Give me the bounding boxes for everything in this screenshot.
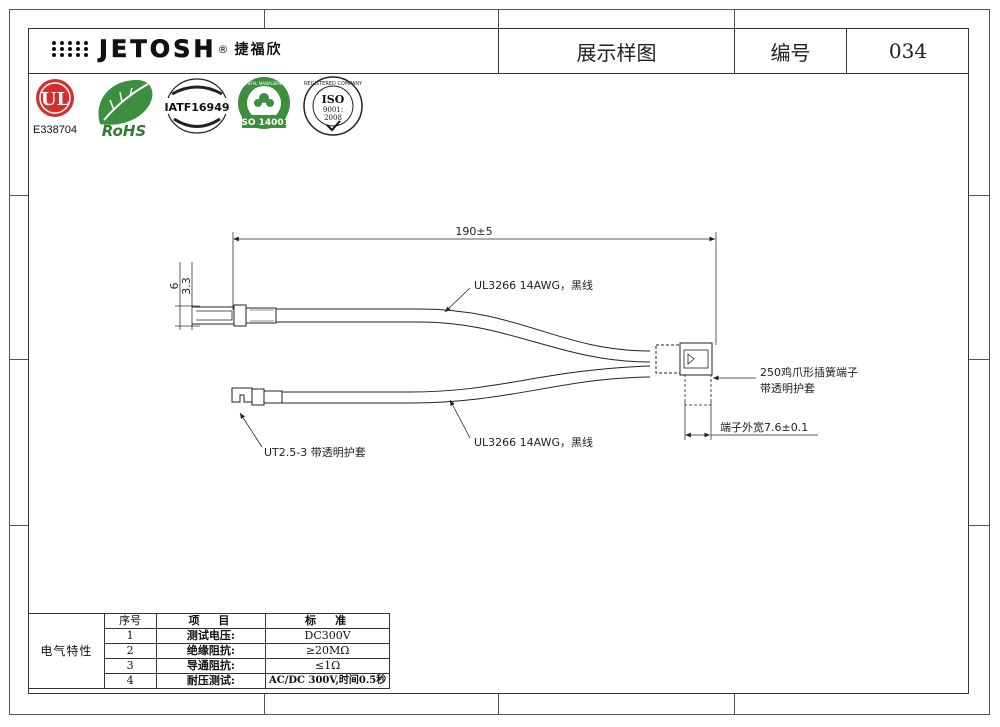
row-item: 耐压测试: [155, 673, 267, 689]
row-no: 3 [103, 658, 157, 674]
spec-section-label: 电气特性 [28, 613, 105, 689]
rohs-label: RoHS [102, 122, 146, 140]
ul-icon: UL [36, 79, 74, 117]
overall-length-dimension: 190±5 [232, 225, 717, 345]
row-standard: DC300V [265, 628, 390, 644]
row-no: 2 [103, 643, 157, 659]
iso9001-ring-text: REGISTERED COMPANY [304, 81, 363, 87]
number-value: 034 [888, 39, 928, 63]
registered-mark: ® [217, 42, 229, 56]
right-terminal-label-1: 250鸡爪形插簧端子 [760, 365, 858, 379]
iatf-icon: IATF16949 [162, 78, 232, 134]
logo-dots-icon [52, 41, 89, 57]
ring-inner-dim: 3.3 [180, 277, 193, 295]
brand-chinese-name: 捷福欣 [234, 42, 283, 58]
iso9001-icon: REGISTERED COMPANY ISO 9001: 2008 [303, 76, 363, 136]
iso9001-year: 2008 [324, 114, 342, 122]
iatf-label: IATF16949 [164, 101, 229, 114]
right-terminal-label-2: 带透明护套 [760, 381, 815, 395]
spec-table-header: 电气特性 序号 项 目 标 准 [28, 613, 390, 689]
iso9001-label: ISO [322, 93, 345, 106]
header-item: 项 目 [155, 613, 267, 629]
iso14001-ring-text: ENVIRONMENTAL MANAGEMENT SYSTEM [223, 81, 305, 86]
overall-length-label: 190±5 [455, 225, 492, 238]
table-row: 4 耐压测试: AC/DC 300V,时间0.5秒 [29, 673, 390, 689]
upper-ring-terminal [192, 304, 277, 327]
terminal-width-label: 端子外宽7.6±0.1 [720, 420, 808, 434]
iso9001-number: 9001: [323, 106, 343, 114]
table-row: 2 绝缘阻抗: ≥20MΩ [29, 643, 390, 659]
row-no: 1 [103, 628, 157, 644]
electrical-spec-table: 电气特性 序号 项 目 标 准 1 测试电压: DC300V 2 绝缘阻抗: ≥… [28, 613, 390, 689]
ul-file-number: E338704 [33, 124, 78, 136]
lower-wire [282, 365, 651, 404]
header-standard: 标 准 [265, 613, 390, 629]
iso14001-icon: ISO 14001 ENVIRONMENTAL MANAGEMENT SYSTE… [223, 77, 305, 129]
ul-mark-text: UL [41, 89, 70, 110]
certification-logos: UL RoHS IATF16949 ISO 14001 ENVIRONMENTA [36, 76, 363, 140]
row-standard: ≥20MΩ [265, 643, 390, 659]
header-no: 序号 [103, 613, 157, 629]
number-label: 编号 [770, 40, 811, 65]
row-standard: ≤1Ω [265, 658, 390, 674]
row-item: 测试电压: [155, 628, 267, 644]
drawing-type: 展示样图 [576, 40, 657, 65]
ring-outer-dim: 6 [168, 283, 181, 290]
row-item: 导通阻抗: [155, 658, 267, 674]
iso14001-label: ISO 14001 [238, 118, 290, 128]
company-logo: JETOSH ® 捷福欣 [52, 34, 282, 64]
row-no: 4 [103, 673, 157, 689]
row-standard: AC/DC 300V,时间0.5秒 [265, 673, 390, 689]
upper-wire [276, 308, 651, 363]
right-quick-disconnect-terminal [655, 342, 713, 406]
ring-terminal-dimension: 6 3.3 [168, 262, 200, 330]
brand-name: JETOSH [99, 35, 217, 64]
rohs-icon: RoHS [98, 79, 153, 140]
lower-wire-label: UL3266 14AWG，黑线 [474, 435, 593, 449]
lower-fork-terminal [231, 387, 283, 406]
row-item: 绝缘阻抗: [155, 643, 267, 659]
terminal-width-dimension: 端子外宽7.6±0.1 [684, 402, 818, 440]
upper-wire-label: UL3266 14AWG，黑线 [474, 278, 593, 292]
left-terminal-label: UT2.5-3 带透明护套 [264, 445, 366, 459]
